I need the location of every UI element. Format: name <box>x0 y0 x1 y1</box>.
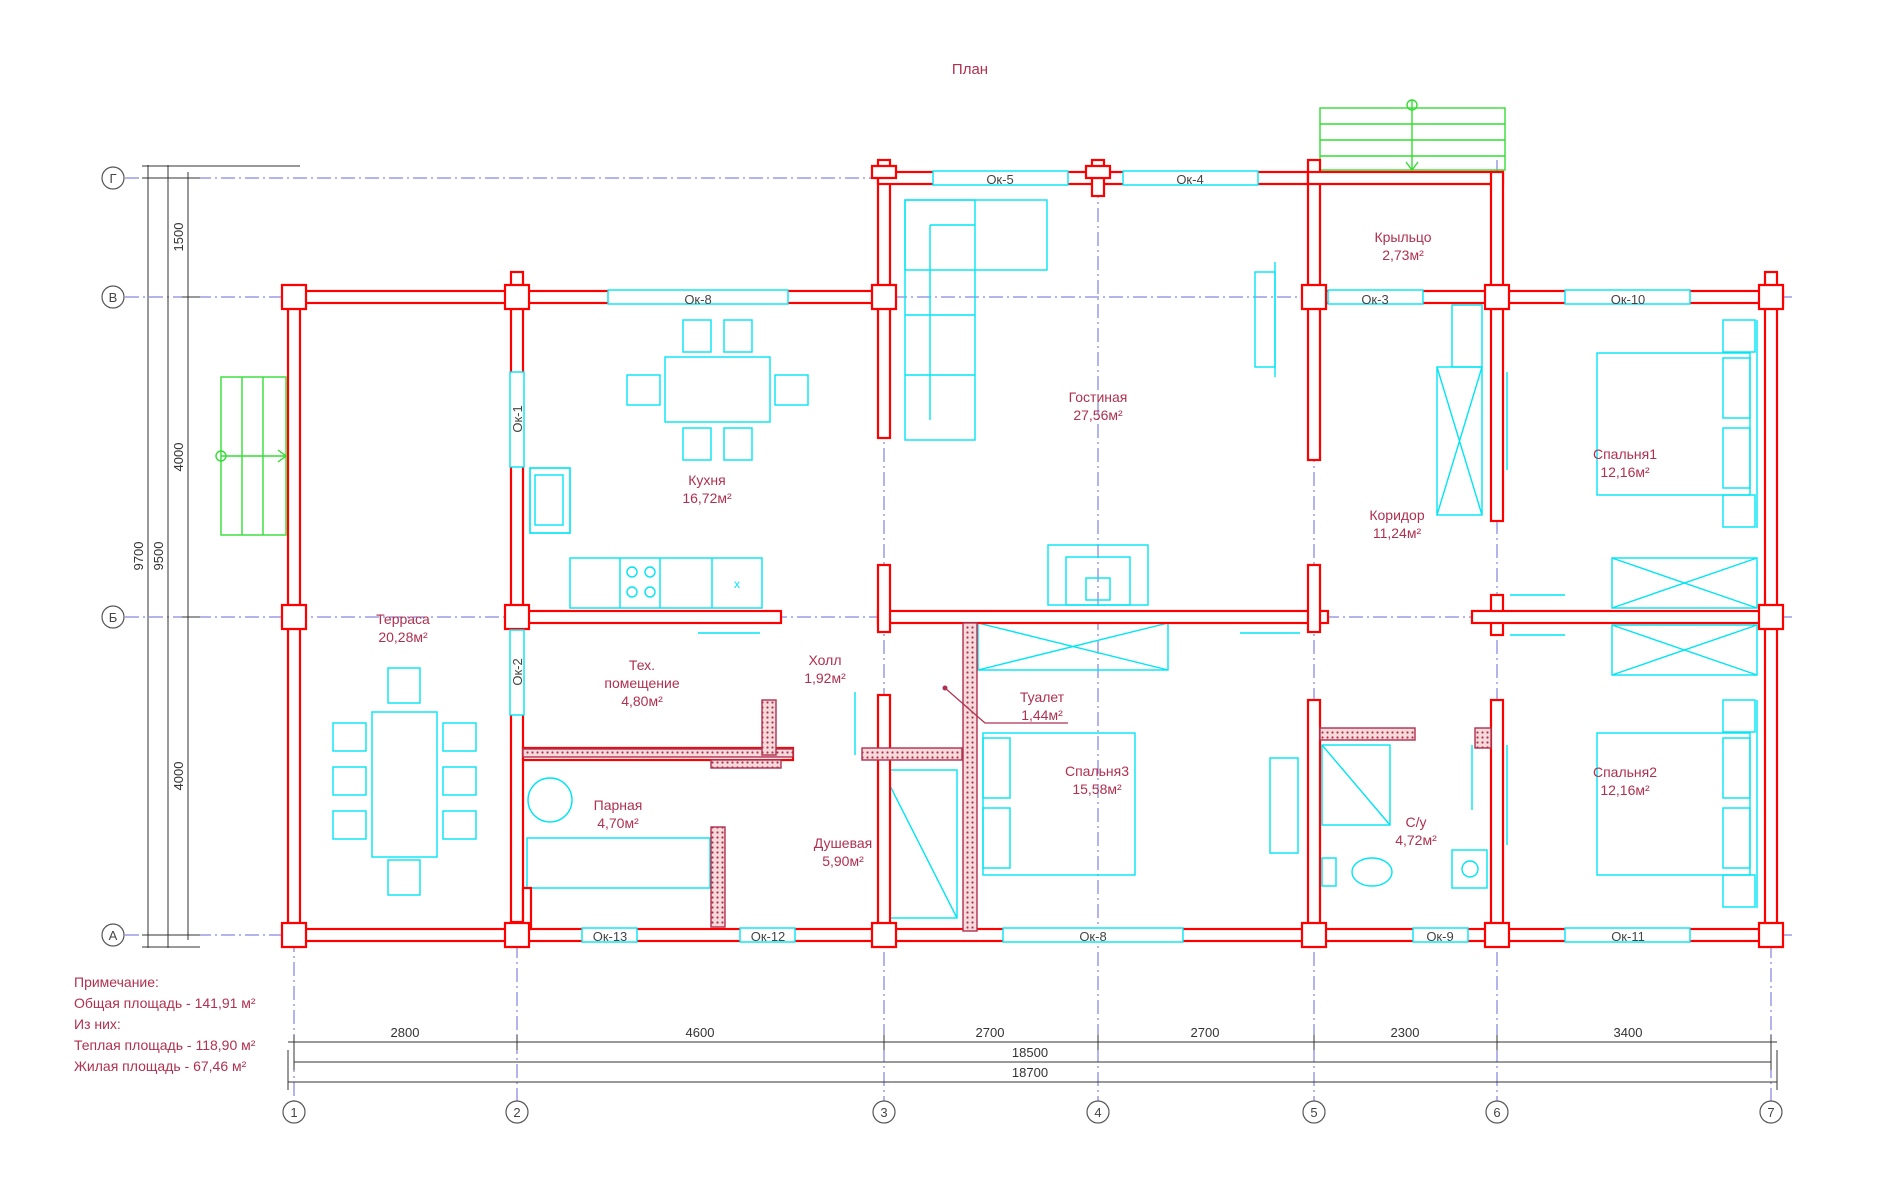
room-bedroom3-area: 15,58м² <box>1072 781 1122 797</box>
window-label-1: Ок-1 <box>510 405 525 432</box>
room-terrace-name: Терраса <box>376 611 430 627</box>
room-porch-area: 2,73м² <box>1382 247 1424 263</box>
plan-title: План <box>952 61 988 78</box>
room-living-area: 27,56м² <box>1073 407 1123 423</box>
notes-heading: Примечание: <box>74 974 159 990</box>
room-hall-name: Холл <box>809 652 842 668</box>
dim-bottom-2800: 2800 <box>391 1025 420 1040</box>
room-bedroom2-area: 12,16м² <box>1600 782 1650 798</box>
room-steam-name: Парная <box>594 797 643 813</box>
room-tech-line2: помещение <box>604 675 679 691</box>
windows <box>509 170 1691 943</box>
room-corridor-area: 11,24м² <box>1373 525 1422 541</box>
room-bedroom3-name: Спальня3 <box>1065 763 1129 779</box>
window-labels: Ок-5 Ок-4 Ок-8 Ок-3 Ок-10 Ок-1 Ок-2 Ок-1… <box>510 172 1645 944</box>
dim-bottom-2700-b: 2700 <box>1191 1025 1220 1040</box>
axis-col-3: 3 <box>880 1105 887 1120</box>
terrace-stairs <box>215 376 288 536</box>
room-bathroom-area: 4,72м² <box>1395 832 1437 848</box>
notes: Примечание: Общая площадь - 141,91 м² Из… <box>74 974 256 1074</box>
room-kitchen-area: 16,72м² <box>682 490 732 506</box>
room-bedroom1-name: Спальня1 <box>1593 446 1657 462</box>
axis-col-7: 7 <box>1767 1105 1774 1120</box>
window-label-3: Ок-3 <box>1361 292 1388 307</box>
room-shower-area: 5,90м² <box>822 853 864 869</box>
bottom-dimensions: 2800 4600 2700 2700 2300 3400 18500 1870… <box>287 1025 1778 1090</box>
room-bathroom-name: С/у <box>1406 814 1427 830</box>
room-steam-area: 4,70м² <box>597 815 639 831</box>
room-corridor-name: Коридор <box>1369 507 1425 523</box>
window-label-8-bottom: Ок-8 <box>1079 929 1106 944</box>
dim-left-1500: 1500 <box>171 223 186 252</box>
window-label-4: Ок-4 <box>1176 172 1203 187</box>
svg-text:x: x <box>734 577 740 591</box>
axis-row-g: Г <box>109 171 116 186</box>
room-kitchen-name: Кухня <box>688 472 725 488</box>
room-terrace-area: 20,28м² <box>378 629 428 645</box>
row-axis-markers: Г В Б А <box>101 166 125 947</box>
room-bedroom1-area: 12,16м² <box>1600 464 1650 480</box>
left-dimensions: 1500 4000 4000 9500 9700 <box>131 165 300 948</box>
room-tech-line1: Тех. <box>629 657 655 673</box>
axis-row-a: А <box>109 928 118 943</box>
room-shower-name: Душевая <box>814 835 872 851</box>
room-tech-area: 4,80м² <box>621 693 663 709</box>
dim-left-4000-top: 4000 <box>171 443 186 472</box>
column-axis-markers: 1 2 3 4 5 6 7 <box>282 1100 1783 1124</box>
wall-crosses <box>280 164 1785 949</box>
axis-col-6: 6 <box>1493 1105 1500 1120</box>
porch-stairs <box>1319 99 1506 172</box>
dim-bottom-2700-a: 2700 <box>976 1025 1005 1040</box>
window-label-12: Ок-12 <box>751 929 786 944</box>
notes-living-area: Жилая площадь - 67,46 м² <box>74 1058 247 1074</box>
room-toilet-area: 1,44м² <box>1021 707 1063 723</box>
walls <box>286 158 1785 943</box>
room-bedroom2-name: Спальня2 <box>1593 764 1657 780</box>
window-label-5: Ок-5 <box>986 172 1013 187</box>
axis-row-v: В <box>109 290 118 305</box>
room-toilet-name: Туалет <box>1020 689 1065 705</box>
notes-of-them: Из них: <box>74 1016 121 1032</box>
dim-left-9500: 9500 <box>151 542 166 571</box>
window-label-9: Ок-9 <box>1426 929 1453 944</box>
axis-col-4: 4 <box>1094 1105 1101 1120</box>
room-labels: Терраса 20,28м² Кухня 16,72м² Гостиная 2… <box>376 229 1657 869</box>
dim-left-4000-bottom: 4000 <box>171 762 186 791</box>
axis-col-1: 1 <box>290 1105 297 1120</box>
axis-row-b: Б <box>109 610 118 625</box>
toilet-leader <box>944 687 1068 724</box>
axis-col-5: 5 <box>1310 1105 1317 1120</box>
notes-warm-area: Теплая площадь - 118,90 м² <box>74 1037 256 1053</box>
dim-left-9700: 9700 <box>131 542 146 571</box>
room-hall-area: 1,92м² <box>804 670 846 686</box>
furniture: x <box>332 199 1758 919</box>
room-porch-name: Крыльцо <box>1374 229 1431 245</box>
dim-bottom-3400: 3400 <box>1614 1025 1643 1040</box>
window-label-11: Ок-11 <box>1611 929 1645 944</box>
window-label-10: Ок-10 <box>1611 292 1646 307</box>
notes-total-area: Общая площадь - 141,91 м² <box>74 995 256 1011</box>
dim-bottom-2300: 2300 <box>1391 1025 1420 1040</box>
axis-col-2: 2 <box>513 1105 520 1120</box>
brick-partitions <box>522 622 1492 932</box>
window-label-13: Ок-13 <box>593 929 628 944</box>
room-living-name: Гостиная <box>1069 389 1128 405</box>
window-label-2: Ок-2 <box>510 658 525 685</box>
dim-bottom-4600: 4600 <box>686 1025 715 1040</box>
dim-total-18500: 18500 <box>1012 1045 1048 1060</box>
dim-total-18700: 18700 <box>1012 1065 1048 1080</box>
window-label-8-top: Ок-8 <box>684 292 711 307</box>
